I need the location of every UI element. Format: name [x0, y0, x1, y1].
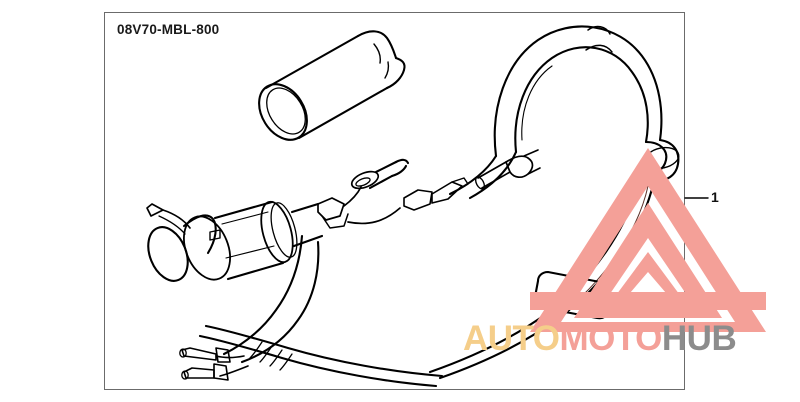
callout-number-1: 1: [711, 189, 719, 205]
watermark-text-moto: MOTO: [559, 319, 663, 358]
watermark-text-hub: HUB: [661, 319, 737, 358]
part-number-label: 08V70-MBL-800: [117, 22, 220, 37]
protective-cap-icon: [258, 30, 406, 141]
watermark-text-auto: AUTO: [463, 319, 560, 358]
wire-ends-icon: [179, 341, 293, 381]
socket-body-icon: [146, 200, 324, 282]
watermark-text: AUTOMOTOHUB: [463, 319, 737, 358]
lower-cable-icon: [198, 234, 444, 388]
wire-harness-icon: [317, 149, 541, 229]
